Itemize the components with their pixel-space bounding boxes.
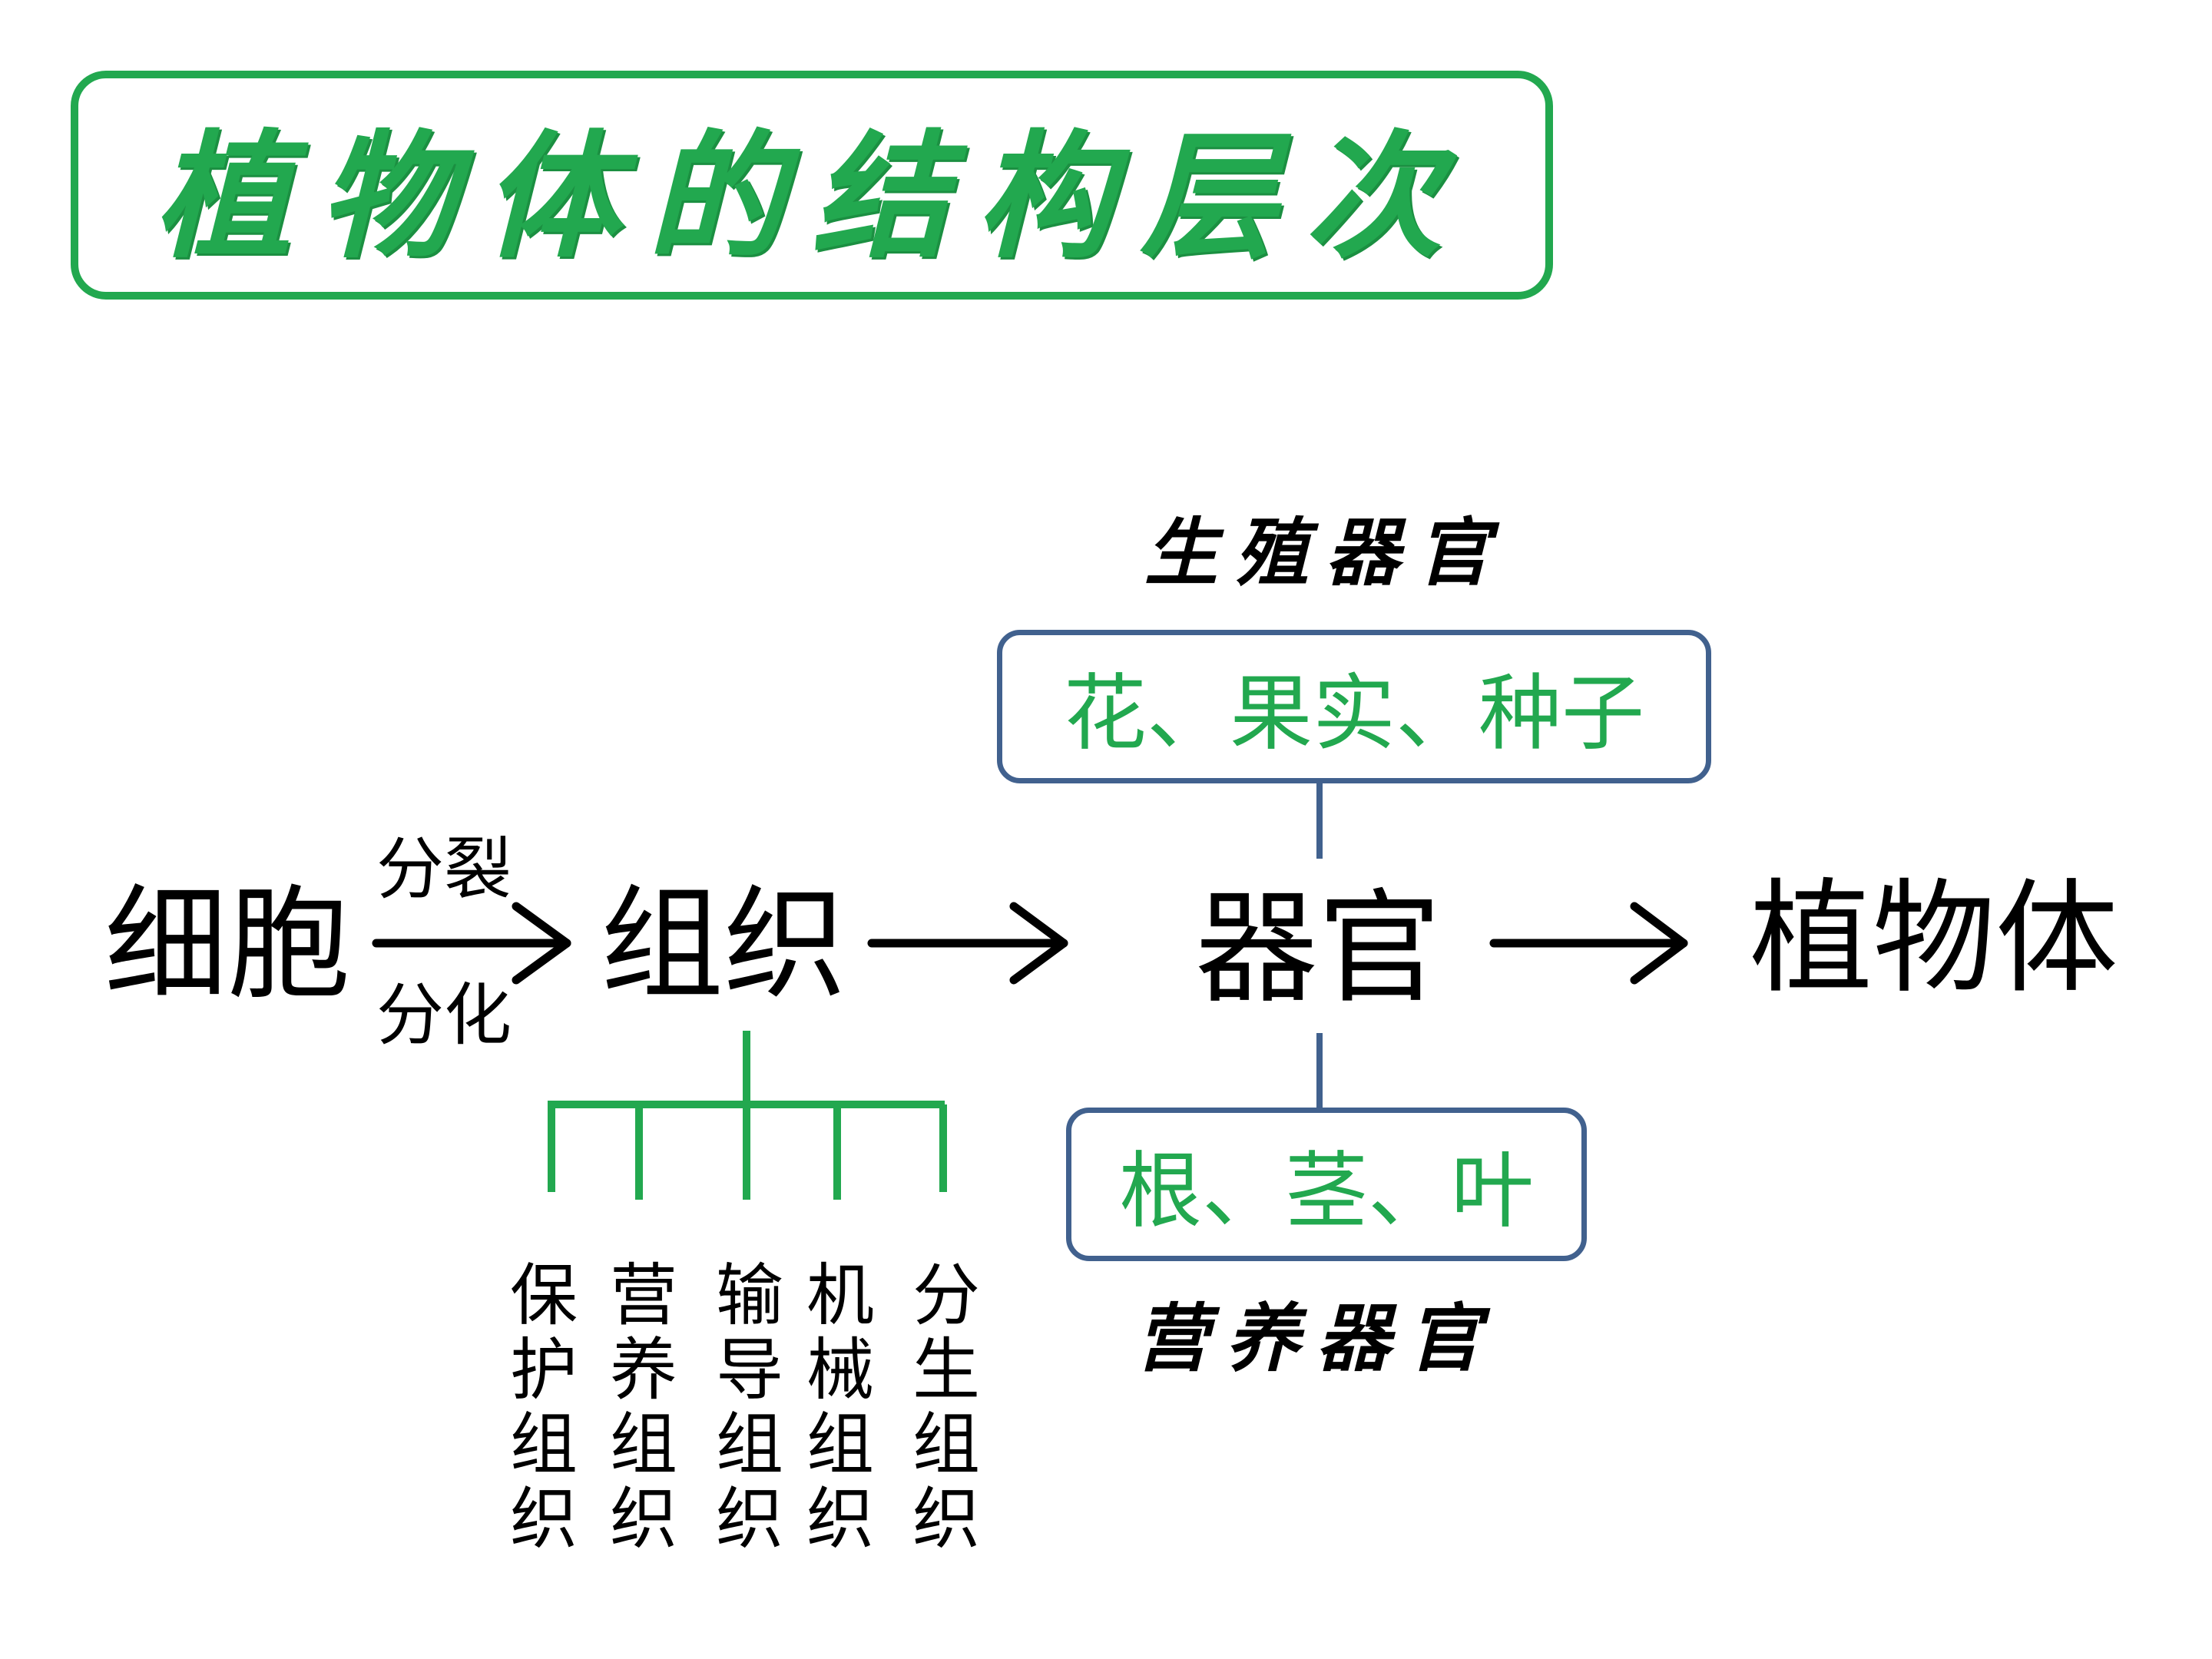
node-cell: 细胞 [104,873,351,1016]
node-organ: 器官 [1195,876,1442,1020]
title-box: 植物体的结构层次 [71,71,1553,300]
box-reproductive-organs: 花、果实、种子 [997,630,1711,783]
box-vegetative-organs: 根、茎、叶 [1066,1108,1587,1261]
vegetative-organs-list: 根、茎、叶 [1118,1144,1534,1240]
tissue-protective: 保护组织 [509,1256,578,1558]
node-plant: 植物体 [1750,866,2119,1010]
tissue-bracket [548,1031,947,1200]
heading-reproductive-organs: 生殖器官 [1144,509,1507,596]
tissue-mechanical: 机械组织 [806,1256,874,1558]
arrow-tissue-to-organ [867,902,1068,985]
page-title: 植物体的结构层次 [154,115,1469,276]
tissue-conductive: 输导组织 [715,1256,783,1558]
label-differentiation: 分化 [376,975,512,1055]
tissue-nutritive: 营养组织 [609,1256,677,1558]
reproductive-organs-list: 花、果实、种子 [1063,666,1644,762]
arrow-cell-to-tissue [372,902,571,985]
node-tissue: 组织 [601,873,847,1016]
label-division: 分裂 [376,830,512,909]
heading-vegetative-organs: 营养器官 [1135,1295,1498,1382]
arrow-organ-to-plant [1489,902,1688,985]
tissue-meristematic: 分生组织 [912,1256,980,1558]
